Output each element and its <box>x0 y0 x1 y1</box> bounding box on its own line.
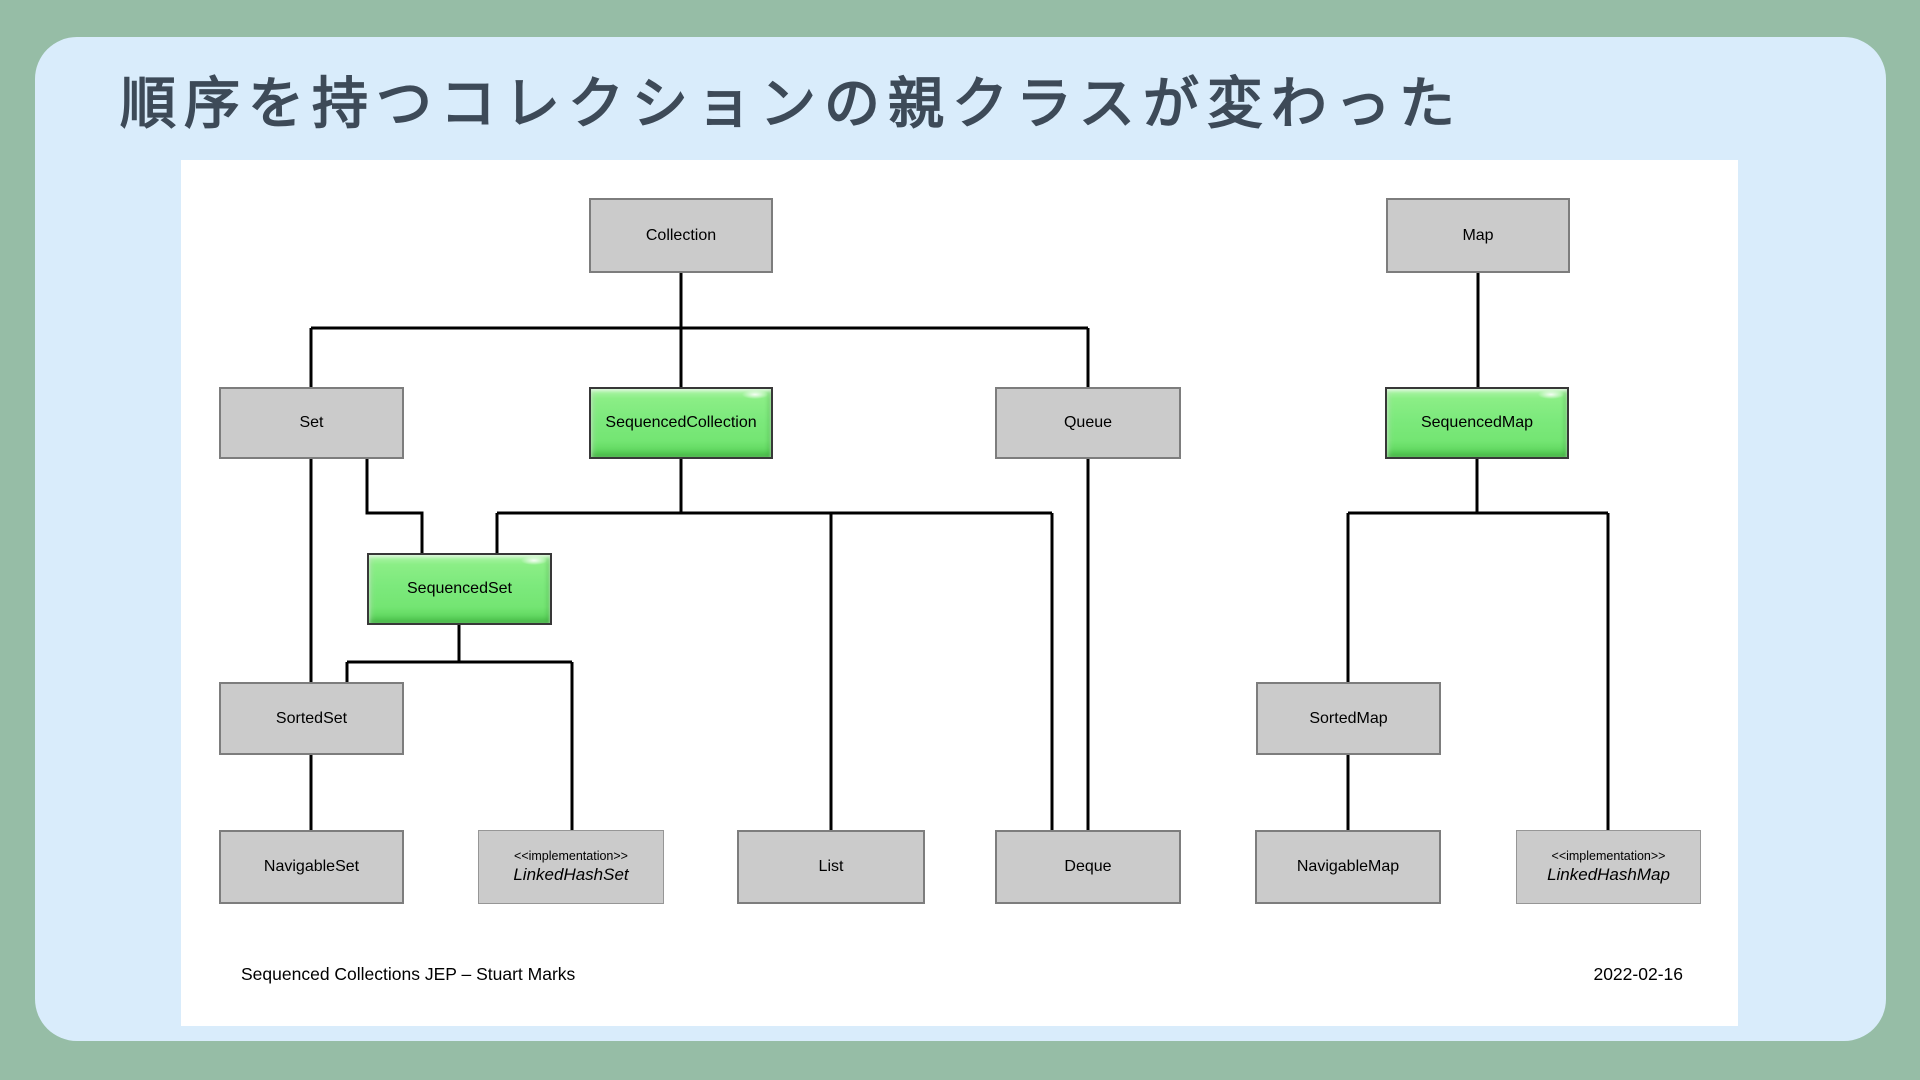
node-stereotype: <<implementation>> <box>1551 848 1666 863</box>
node-label: Queue <box>1063 414 1113 431</box>
slide-title: 順序を持つコレクションの親クラスが変わった <box>120 72 1463 135</box>
edge-set-to-sequencedset <box>365 459 424 553</box>
node-linkedhashmap: <<implementation>> LinkedHashMap <box>1516 830 1701 904</box>
node-linkedhashset: <<implementation>> LinkedHashSet <box>478 830 664 904</box>
node-label: Collection <box>645 226 717 244</box>
node-sortedset: SortedSet <box>219 682 404 755</box>
node-label: LinkedHashSet <box>513 865 629 885</box>
node-stereotype: <<implementation>> <box>514 848 628 863</box>
footer-date: 2022-02-16 <box>1593 964 1683 984</box>
node-label: SequencedCollection <box>605 414 757 431</box>
node-label: Map <box>1462 226 1494 244</box>
node-sequencedmap: SequencedMap <box>1385 387 1569 459</box>
node-label: SortedSet <box>275 709 348 727</box>
node-set: Set <box>219 387 404 459</box>
node-sequencedcollection: SequencedCollection <box>589 387 773 459</box>
node-label: NavigableMap <box>1296 858 1400 875</box>
diagram-edges <box>309 273 1610 830</box>
node-list: List <box>737 830 925 904</box>
node-collection: Collection <box>589 198 773 273</box>
node-label: List <box>818 858 844 875</box>
node-sortedmap: SortedMap <box>1256 682 1441 755</box>
node-navigablemap: NavigableMap <box>1255 830 1441 904</box>
footer-credit: Sequenced Collections JEP – Stuart Marks <box>241 964 576 984</box>
node-label: Set <box>299 414 324 431</box>
node-label: SortedMap <box>1309 709 1388 727</box>
node-label: SequencedSet <box>407 580 512 597</box>
node-navigableset: NavigableSet <box>219 830 404 904</box>
node-label: SequencedMap <box>1420 414 1534 431</box>
node-sequencedset: SequencedSet <box>367 553 552 625</box>
node-label: LinkedHashMap <box>1547 865 1670 885</box>
node-deque: Deque <box>995 830 1181 904</box>
node-map: Map <box>1386 198 1570 273</box>
node-label: NavigableSet <box>263 858 360 875</box>
node-queue: Queue <box>995 387 1181 459</box>
node-label: Deque <box>1064 858 1112 875</box>
